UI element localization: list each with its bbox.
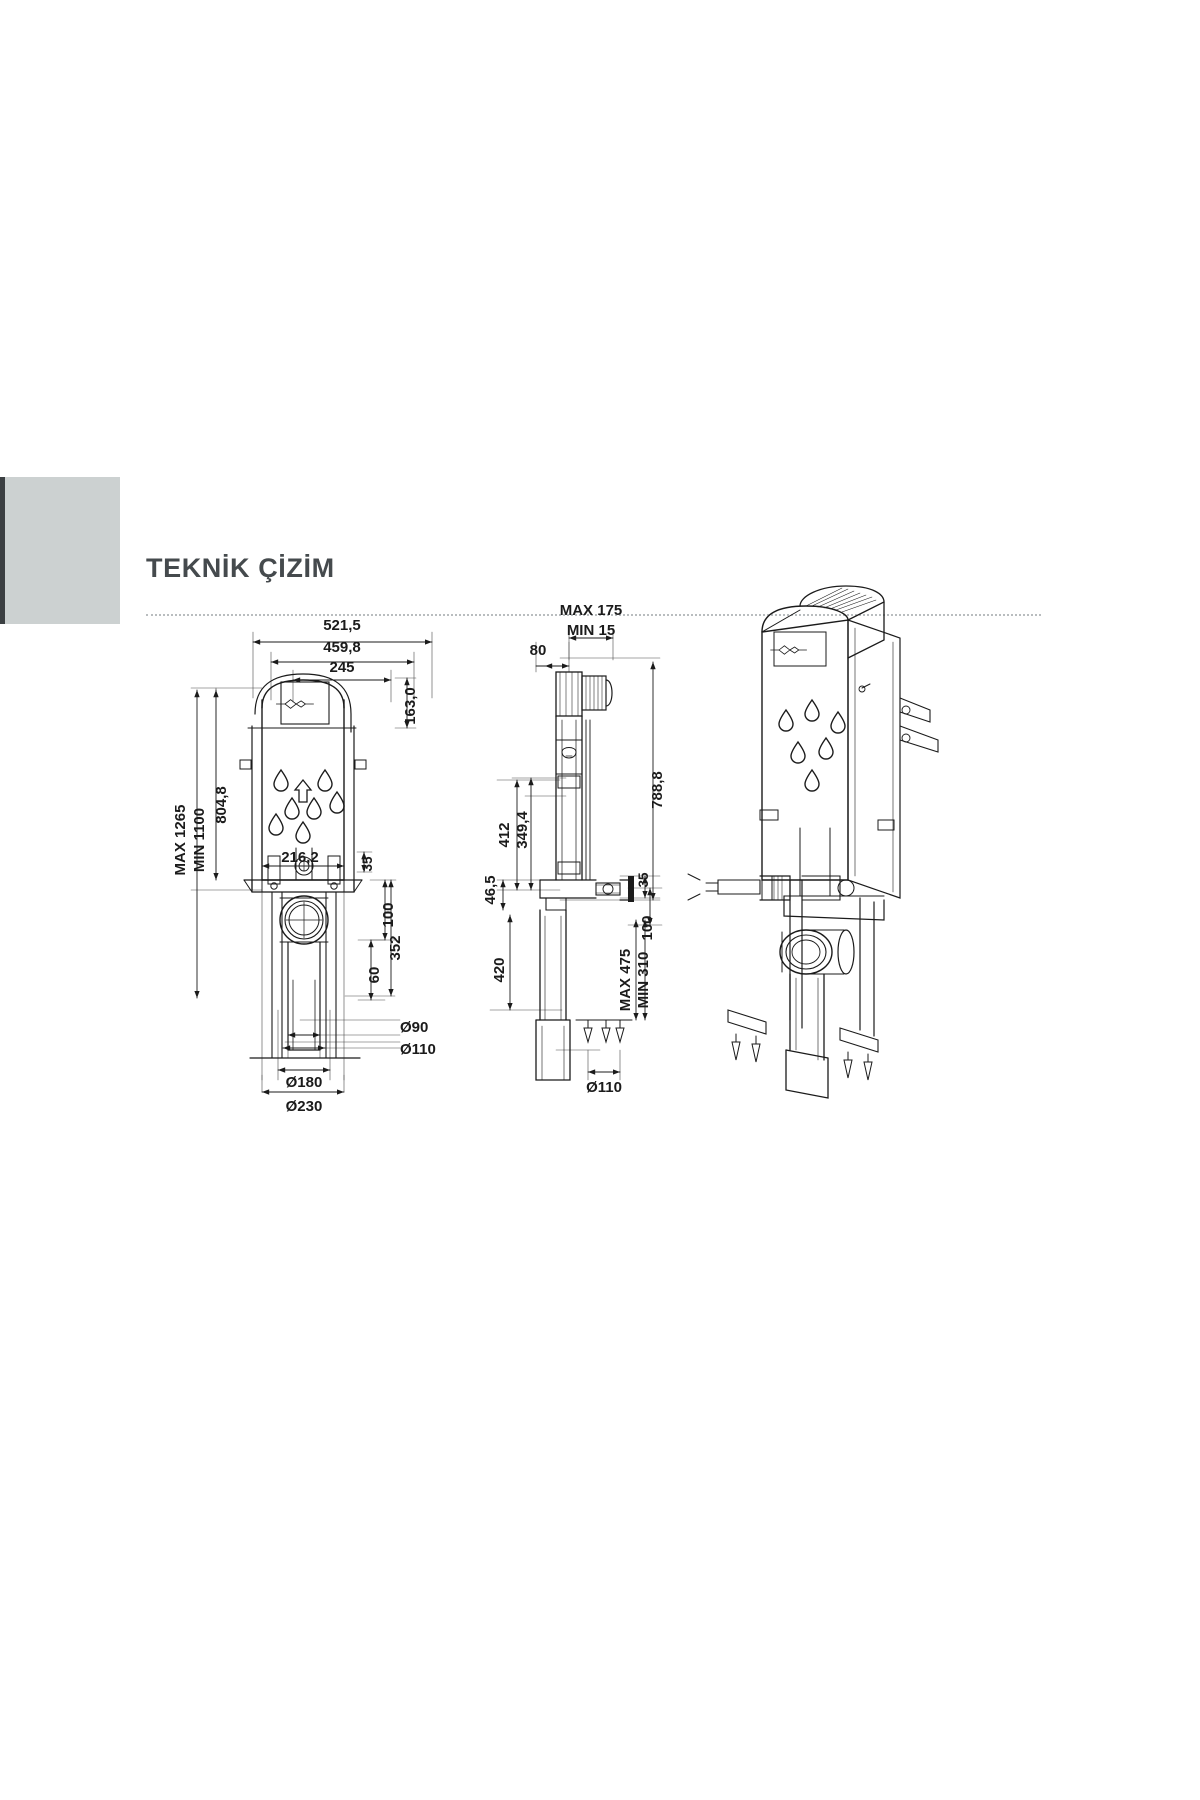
anchor-pin-icons-left <box>687 873 701 901</box>
dim-side-top-min: MIN 15 <box>567 622 615 639</box>
front-elevation-view <box>190 631 433 1095</box>
dim-front-foot-height: 60 <box>366 967 383 984</box>
floor-bracket-icons-iso <box>727 1009 879 1081</box>
brand-logo-icon-iso <box>770 645 807 655</box>
header-color-swatch <box>5 477 120 624</box>
dim-front-dia-110: Ø110 <box>400 1041 436 1058</box>
dim-front-height-min: MIN 1100 <box>191 808 208 872</box>
dim-front-base-height: 352 <box>387 935 404 960</box>
valve-detail-icon <box>561 747 577 759</box>
dim-front-panel-height: 163,0 <box>402 687 419 725</box>
dim-side-height-46: 46,5 <box>482 875 499 904</box>
dim-side-drop-420: 420 <box>491 957 508 982</box>
dim-front-cistern-height: 804,8 <box>213 786 230 824</box>
water-droplet-icons-iso <box>778 699 846 792</box>
dim-front-height-max: MAX 1265 <box>172 805 189 876</box>
dim-front-small-offset: 35 <box>360 856 375 872</box>
dim-side-total-height: 788,8 <box>649 771 666 809</box>
left-edge-rule <box>0 477 5 624</box>
title-divider <box>146 614 1041 616</box>
dim-side-dia-110: Ø110 <box>586 1079 622 1096</box>
isometric-view <box>687 585 939 1099</box>
dim-front-width-inner: 245 <box>329 659 354 676</box>
dim-front-width-outer: 521,5 <box>323 617 361 634</box>
dim-front-dia-180: Ø180 <box>286 1074 323 1091</box>
flush-arrow-icon <box>293 778 313 803</box>
brand-logo-icon <box>275 699 314 709</box>
dim-front-offset-left: 216,2 <box>281 849 319 866</box>
dim-front-dia-230: Ø230 <box>286 1098 323 1115</box>
page-title: TEKNİK ÇİZİM <box>146 553 335 583</box>
water-droplet-icons <box>268 769 345 844</box>
dim-side-offset-35: 35 <box>636 872 651 888</box>
side-elevation-view <box>489 627 663 1081</box>
technical-drawing-area: 521,5 459,8 245 MAX 1265 MIN 1100 804,8 … <box>0 580 1200 1200</box>
dim-side-outlet-max: MAX 475 <box>617 949 634 1012</box>
dim-side-outlet-min: MIN 310 <box>635 952 652 1009</box>
floor-anchor-icons <box>583 1019 625 1044</box>
dim-side-height-412: 412 <box>496 822 513 847</box>
dim-front-outlet-height: 100 <box>380 902 397 927</box>
dim-side-top-max: MAX 175 <box>560 602 623 619</box>
dim-side-outlet-100: 100 <box>639 915 656 940</box>
dim-front-width-mid: 459,8 <box>323 639 361 656</box>
dim-front-dia-90: Ø90 <box>400 1019 428 1036</box>
dim-side-height-349: 349,4 <box>514 811 531 849</box>
dim-side-top-depth: 80 <box>530 642 547 659</box>
dimension-labels: 521,5 459,8 245 MAX 1265 MIN 1100 804,8 … <box>172 602 666 1115</box>
